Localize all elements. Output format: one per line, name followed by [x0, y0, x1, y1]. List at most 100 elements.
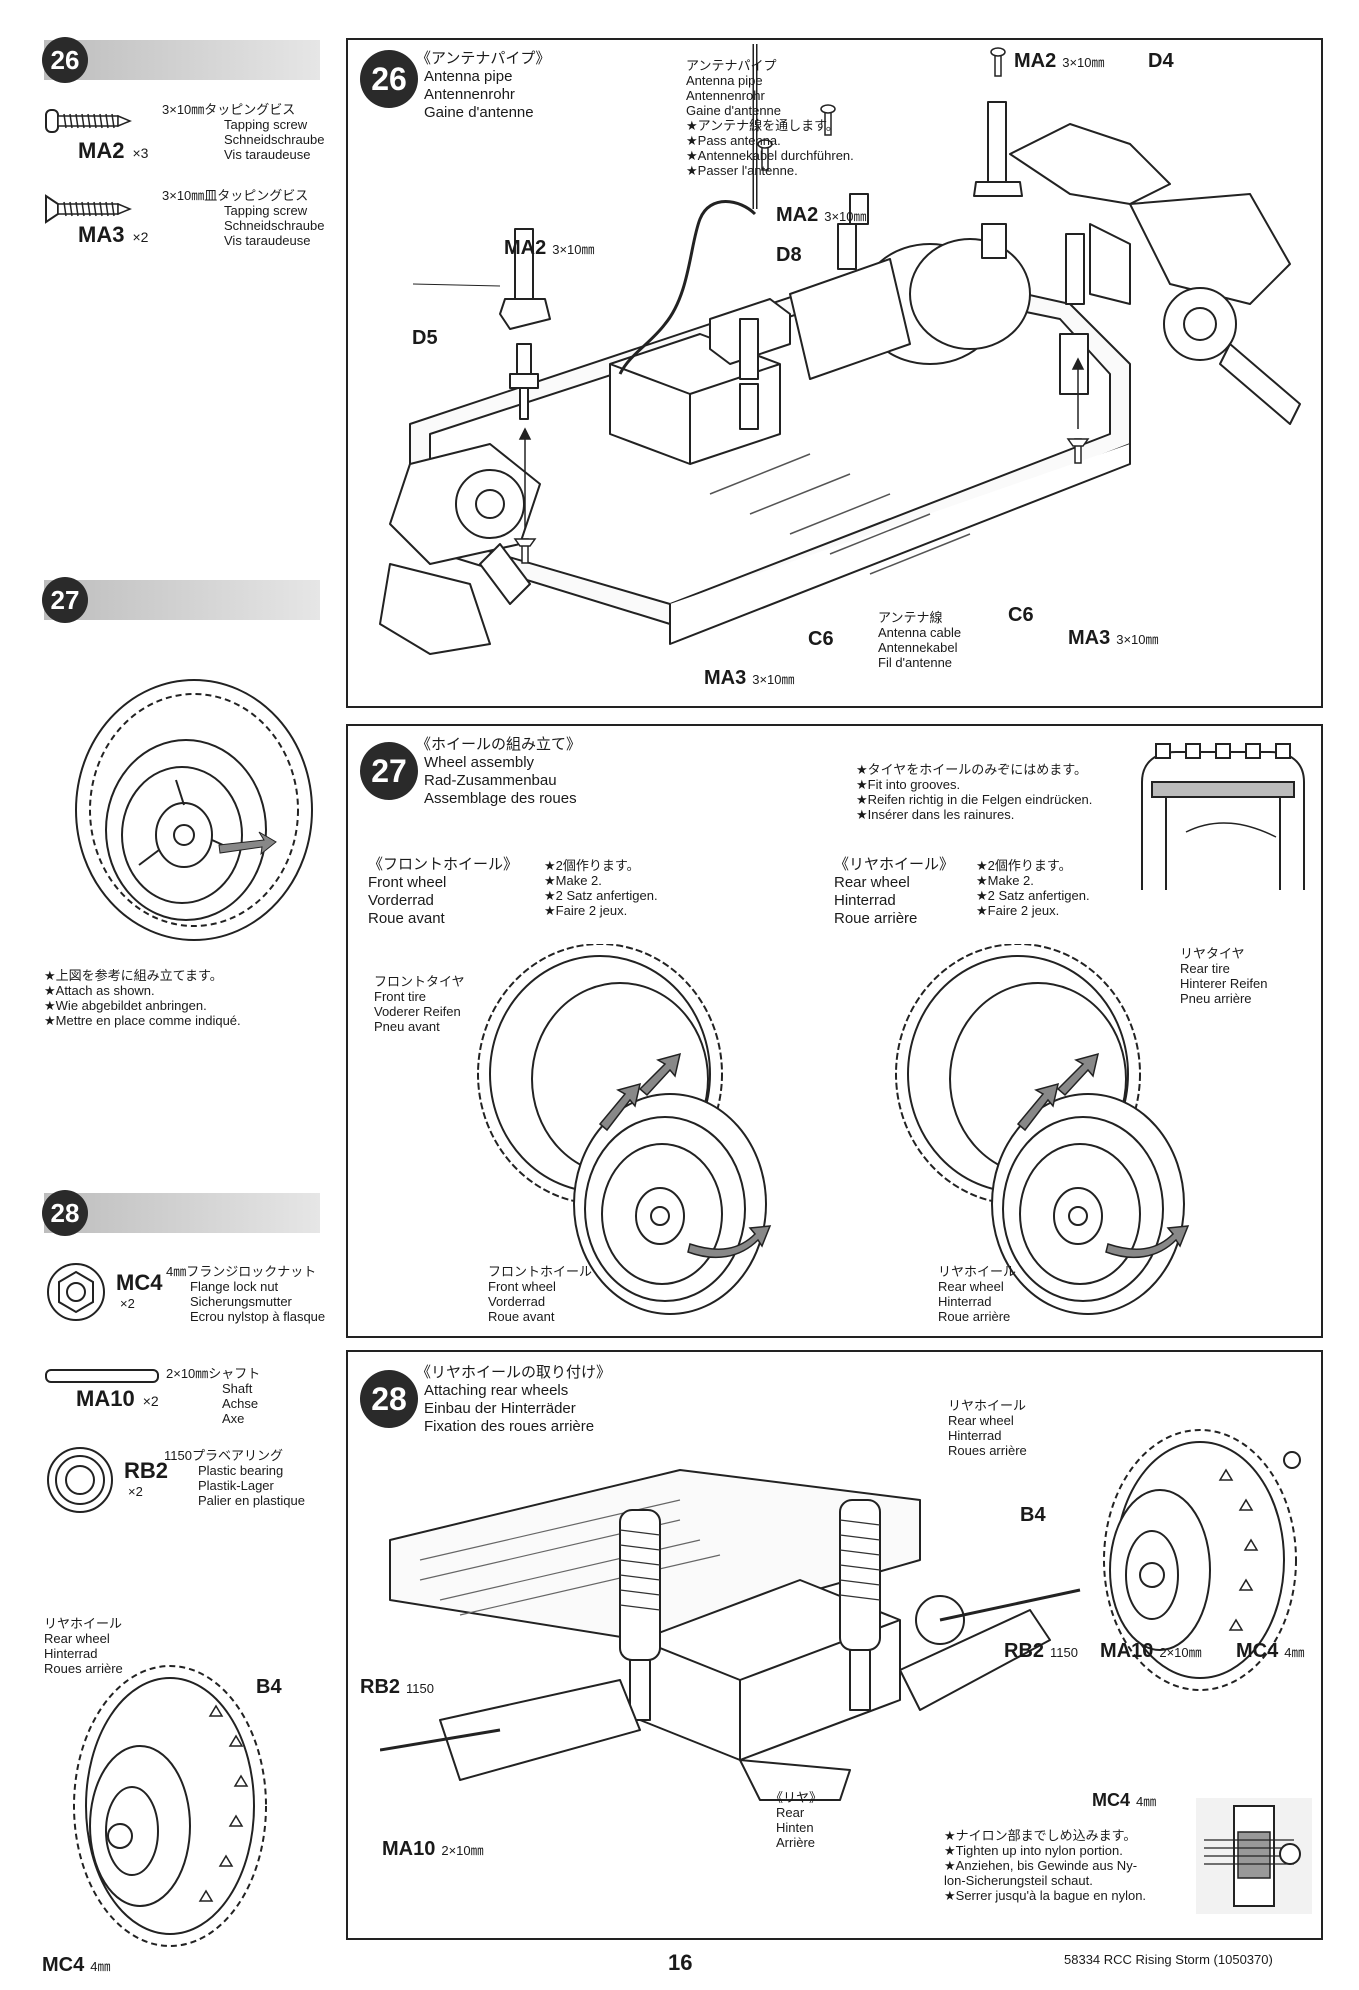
ma3-code: MA3×2	[78, 222, 148, 248]
step27-title-fr: Assemblage des roues	[424, 790, 577, 807]
label-mc4-left-code: MC4	[42, 1954, 85, 1976]
step26-sidebar-bar	[44, 40, 320, 80]
label-d8: D8	[776, 244, 802, 266]
nylon-nut-detail-illustration	[1196, 1798, 1312, 1914]
rb2-desc: 1150プラベアリング Plastic bearing Plastik-Lage…	[164, 1448, 305, 1508]
tire-cross-section-illustration	[1141, 743, 1305, 890]
label-ma2-mid-size: 3×10㎜	[824, 209, 867, 224]
ma10-desc-en: Shaft	[222, 1381, 253, 1396]
front-heading-en: Front wheel	[368, 874, 447, 891]
step28-sidebar-number: 28	[42, 1190, 88, 1236]
label-ma2-left-size: 3×10㎜	[552, 242, 595, 257]
ma10-desc: 2×10㎜シャフト Shaft Achse Axe	[166, 1366, 260, 1426]
front-wheel-de: Vorderrad	[488, 1294, 546, 1309]
screw-ma2-icon	[45, 109, 132, 133]
mc4-desc: 4㎜フランジロックナット Flange lock nut Sicherungsm…	[166, 1264, 325, 1324]
ma3-desc-jp: 3×10㎜皿タッピングビス	[162, 188, 309, 203]
label-rb2-right-size: 1150	[1050, 1645, 1078, 1660]
rear-label-fr: Arrière	[776, 1835, 816, 1850]
step27-title-en: Wheel assembly	[424, 754, 535, 771]
rear-wheel-en: Rear wheel	[938, 1279, 1004, 1294]
label-rb2-left-code: RB2	[360, 1676, 401, 1698]
label-ma3-right-size: 3×10㎜	[1116, 632, 1159, 647]
rb2-desc-de: Plastik-Lager	[198, 1478, 274, 1493]
rear-make-fr: ★Faire 2 jeux.	[976, 903, 1060, 918]
label-ma3-right-code: MA3	[1068, 627, 1111, 649]
label-b4-left: B4	[256, 1676, 282, 1698]
ma10-code: MA10×2	[76, 1386, 159, 1412]
mc4-desc-de: Sicherungsmutter	[190, 1294, 292, 1309]
rear-wheel-left-de: Hinterrad	[44, 1646, 98, 1661]
rear-make-note: ★2個作ります。 ★Make 2. ★2 Satz anfertigen. ★F…	[976, 858, 1090, 918]
rear-tire-de: Hinterer Reifen	[1180, 976, 1268, 991]
label-mc4-detail-size: 4㎜	[1136, 1794, 1157, 1809]
rear-tire-callout: リヤタイヤ Rear tire Hinterer Reifen Pneu arr…	[1180, 946, 1267, 1006]
label-ma3-bottom-size: 3×10㎜	[752, 672, 795, 687]
label-c6-left: C6	[808, 628, 834, 650]
antenna-callout-de: Antennenrohr	[686, 88, 765, 103]
rear-tire-jp: リヤタイヤ	[1180, 946, 1245, 961]
ma3-desc-de: Schneidschraube	[224, 218, 325, 233]
label-ma10-right-size: 2×10㎜	[1159, 1645, 1202, 1660]
front-wheel-en: Front wheel	[488, 1279, 556, 1294]
grooves-note: ★タイヤをホイールのみぞにはめます。 ★Fit into grooves. ★R…	[856, 762, 1092, 822]
mc4-code: MC4	[116, 1270, 162, 1296]
label-ma3-bottom-code: MA3	[704, 667, 747, 689]
left-rear-tire-illustration	[73, 1665, 267, 1947]
rear-heading-jp: 《リヤホイール》	[834, 856, 955, 873]
label-ma2-top-code: MA2	[1014, 50, 1057, 72]
step26-sidebar-number: 26	[42, 37, 88, 83]
front-wheel-fr: Roue avant	[488, 1309, 555, 1324]
step26-title-jp: 《アンテナパイプ》	[416, 50, 551, 67]
rb2-code: RB2	[124, 1458, 168, 1484]
step27-title-de: Rad-Zusammenbau	[424, 772, 557, 789]
ma10-desc-fr: Axe	[222, 1411, 245, 1426]
flange-nut-icon	[47, 1263, 105, 1321]
label-ma10-left-code: MA10	[382, 1838, 436, 1860]
front-tire-callout: フロントタイヤ Front tire Voderer Reifen Pneu a…	[374, 974, 465, 1034]
step27-note-fr: ★Mettre en place comme indiqué.	[44, 1013, 241, 1028]
tire-wheel-sidebar-illustration	[75, 679, 313, 941]
front-make-note: ★2個作ります。 ★Make 2. ★2 Satz anfertigen. ★F…	[544, 858, 658, 918]
rear-wheel-de: Hinterrad	[938, 1294, 992, 1309]
ma2-code-text: MA2	[78, 138, 125, 163]
ma10-code-text: MA10	[76, 1386, 135, 1411]
grooves-note-jp: ★タイヤをホイールのみぞにはめます。	[856, 762, 1087, 777]
rear-tire-wheel-illustration	[895, 944, 1190, 1315]
nylon-note-de-2: lon-Sicherungsteil schaut.	[944, 1873, 1093, 1888]
step28-title-fr: Fixation des roues arrière	[424, 1418, 595, 1435]
antenna-callout-note-fr: ★Passer l'antenne.	[686, 163, 798, 178]
label-ma3-right: MA3 3×10㎜	[1068, 627, 1159, 650]
front-tire-en: Front tire	[374, 989, 427, 1004]
front-tire-wheel-illustration	[477, 944, 772, 1315]
label-rb2-left-size: 1150	[406, 1681, 434, 1696]
label-b4-right: B4	[1020, 1504, 1046, 1526]
step26-panel-number: 26	[360, 50, 418, 108]
rb2-code-text: RB2	[124, 1458, 169, 1483]
rear-direction-label: 《リヤ》 Rear Hinten Arrière	[770, 1790, 822, 1850]
ma10-desc-jp: 2×10㎜シャフト	[166, 1366, 261, 1381]
label-ma2-mid-code: MA2	[776, 204, 819, 226]
rear-make-de: ★2 Satz anfertigen.	[976, 888, 1090, 903]
antenna-callout-note-en: ★Pass antenna.	[686, 133, 781, 148]
front-wheel-callout: フロントホイール Front wheel Vorderrad Roue avan…	[488, 1264, 592, 1324]
rear-wheel-jp: リヤホイール	[938, 1264, 1017, 1279]
step27-title-jp: 《ホイールの組み立て》	[416, 736, 582, 753]
nylon-note: ★ナイロン部までしめ込みます。 ★Tighten up into nylon p…	[944, 1828, 1146, 1903]
shaft-icon	[45, 1369, 159, 1383]
step28-title-en: Attaching rear wheels	[424, 1382, 569, 1399]
right-rear-tire-illustration	[1103, 1429, 1301, 1691]
front-tire-jp: フロントタイヤ	[374, 974, 465, 989]
ma3-code-text: MA3	[78, 222, 125, 247]
ma2-desc-de: Schneidschraube	[224, 132, 325, 147]
rear-wheel-left-en: Rear wheel	[44, 1631, 110, 1646]
rear-label-jp: 《リヤ》	[770, 1790, 823, 1805]
rear-heading-en: Rear wheel	[834, 874, 910, 891]
ma2-desc-jp: 3×10㎜タッピングビス	[162, 102, 296, 117]
